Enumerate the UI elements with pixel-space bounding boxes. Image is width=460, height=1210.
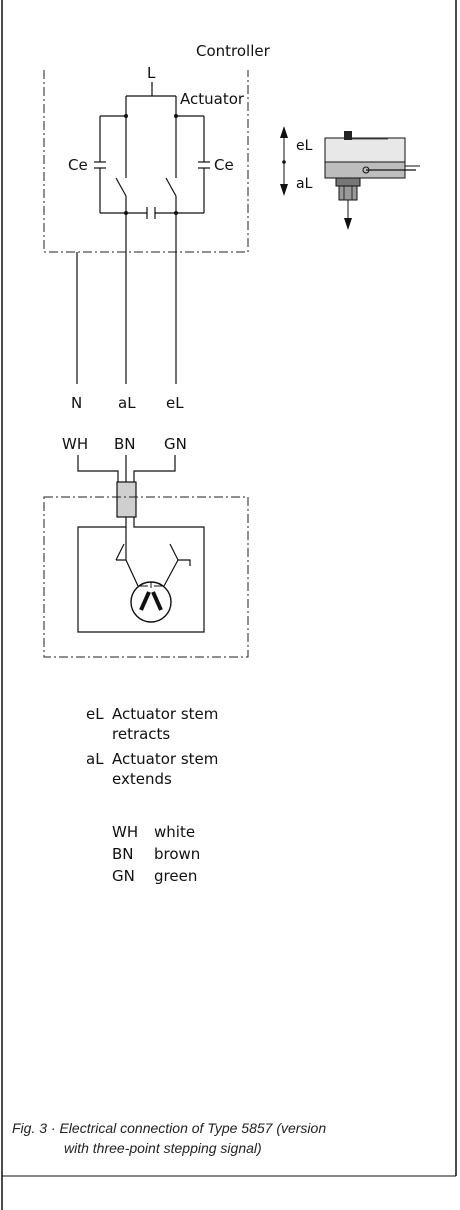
arrow-down-icon — [280, 184, 288, 196]
motor-lead-right-down — [163, 559, 179, 587]
legend-text-al-2: extends — [112, 770, 172, 788]
motor-switch-right — [169, 543, 179, 561]
wire-label-wh: WH — [62, 435, 88, 453]
figure-caption-line1: Fig. 3 · Electrical connection of Type 5… — [12, 1120, 326, 1136]
cable-connector — [116, 481, 137, 518]
figure-caption-line2: with three-point stepping signal) — [64, 1140, 262, 1156]
controller-label: Controller — [196, 42, 271, 60]
motor-common-loop — [77, 517, 205, 633]
legend-code-bn: BN — [112, 845, 134, 863]
legend-text-el-2: retracts — [112, 725, 170, 743]
wire-gn-to-connector — [133, 455, 176, 482]
terminal-label-el: eL — [166, 394, 184, 412]
terminal-label-al: aL — [118, 394, 136, 412]
capacitor-label-right: Ce — [214, 156, 234, 174]
wire-label-bn: BN — [114, 435, 136, 453]
terminal-label-n: N — [71, 394, 82, 412]
wire-wh-to-connector — [77, 455, 119, 482]
signal-legend: eL Actuator stem retracts aL Actuator st… — [86, 705, 218, 788]
wire-label-gn: GN — [164, 435, 187, 453]
motor-switch-left — [115, 543, 125, 561]
switch-left-blade — [115, 177, 127, 197]
legend-name-bn: brown — [154, 845, 200, 863]
motor-lead-right — [178, 559, 191, 566]
actuator-illustration: eL aL — [280, 126, 420, 230]
actuator-boundary — [43, 496, 249, 658]
legend-code-el: eL — [86, 705, 104, 723]
stroke-label-el: eL — [296, 138, 313, 154]
switch-right-blade — [165, 177, 177, 197]
legend-name-gn: green — [154, 867, 197, 885]
legend-code-al: aL — [86, 750, 104, 768]
color-legend: WH white BN brown GN green — [112, 823, 200, 885]
legend-code-gn: GN — [112, 867, 135, 885]
controller-boundary — [43, 70, 249, 253]
motor-lead-left — [116, 527, 127, 561]
legend-code-wh: WH — [112, 823, 138, 841]
motor-winding-icon — [138, 582, 164, 611]
stroke-label-al: aL — [296, 176, 313, 192]
legend-text-el-1: Actuator stem — [112, 705, 218, 723]
actuator-label: Actuator — [180, 90, 245, 108]
legend-text-al-1: Actuator stem — [112, 750, 218, 768]
supply-label-l: L — [147, 64, 156, 82]
legend-name-wh: white — [154, 823, 195, 841]
capacitor-label-left: Ce — [68, 156, 88, 174]
motor-lead-left-down — [125, 559, 139, 587]
